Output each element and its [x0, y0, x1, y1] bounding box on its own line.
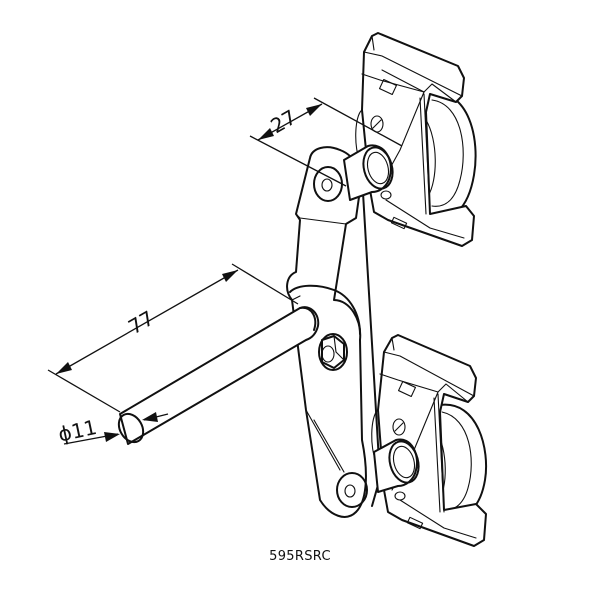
- hex-nut: [318, 333, 348, 371]
- dimension-label-diameter: ϕ11: [56, 415, 99, 447]
- upper-roller-carriage: [355, 32, 477, 247]
- part-number-caption: 595RSRC: [269, 549, 331, 564]
- link-plate: [286, 146, 381, 518]
- lower-roller-carriage: [371, 334, 487, 547]
- upper-axle-bushing: [343, 144, 394, 201]
- lower-axle-bushing: [373, 438, 420, 493]
- dimension-label-77: 77: [124, 306, 158, 340]
- pivot-pin: [117, 306, 320, 445]
